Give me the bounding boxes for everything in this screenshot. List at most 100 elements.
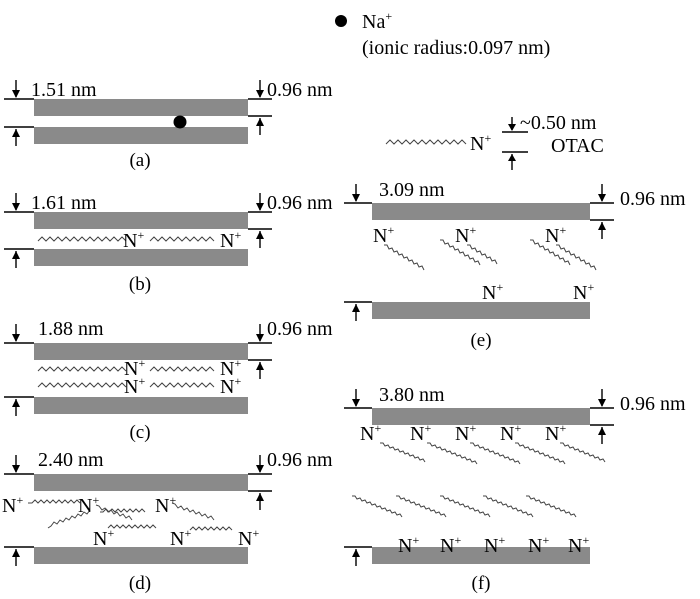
n-plus-label: N+ [170, 526, 191, 550]
spacing-label: 2.40 nm [38, 449, 104, 471]
spacing-label: 1.88 nm [38, 318, 104, 340]
thickness-label: 0.96 nm [267, 318, 333, 340]
otac-chain-legend [385, 139, 467, 145]
thickness-label: 0.96 nm [267, 192, 333, 214]
panel-c: N+ N+ N+ N+ 1.88 nm 0.96 nm (c) [4, 318, 333, 443]
n-plus-label: N+ [500, 421, 521, 445]
panel-caption: (a) [129, 150, 150, 171]
n-plus-label: N+ [123, 228, 144, 252]
thickness-label: 0.96 nm [267, 449, 333, 471]
top-sheet [34, 474, 248, 491]
otac-chain [515, 442, 566, 465]
spacing-arrows [4, 324, 34, 416]
panel-e: N+ N+ N+ N+ N+ 3.09 nm 0.96 nm (e) [344, 179, 686, 351]
n-plus-label: N+ [568, 533, 589, 557]
otac-chain [100, 508, 146, 513]
n-plus-label: N+ [220, 374, 241, 398]
otac-chain [384, 244, 425, 271]
bottom-sheet [372, 302, 590, 319]
spacing-arrows [344, 389, 372, 566]
n-plus-label: N+ [93, 526, 114, 550]
top-sheet [372, 203, 590, 220]
n-plus-label: N+ [78, 493, 99, 517]
n-plus-label: N+ [124, 356, 145, 380]
otac-chain [189, 526, 233, 531]
otac-label: OTAC [551, 135, 604, 157]
otac-chain [37, 366, 127, 372]
panel-caption: (d) [129, 573, 151, 594]
otac-chain [47, 509, 91, 529]
otac-chain [28, 499, 81, 504]
otac-chain [526, 495, 577, 518]
thickness-arrows [248, 193, 272, 248]
panel-caption: (b) [129, 274, 151, 295]
otac-chain [149, 382, 215, 388]
panel-caption: (f) [472, 573, 491, 594]
n-plus-label: N+ [2, 493, 23, 517]
top-sheet [34, 343, 248, 360]
n-plus-label: N+ [482, 280, 503, 304]
thickness-arrows [248, 80, 272, 135]
bottom-sheet [372, 547, 590, 564]
spacing-arrows [4, 455, 34, 566]
n-plus-label: N+ [373, 223, 394, 247]
n-plus-label: N+ [220, 356, 241, 380]
otac-chain [440, 239, 481, 266]
n-plus-label: N+ [155, 493, 176, 517]
spacing-arrows [4, 193, 34, 268]
spacing-arrows [4, 80, 34, 146]
bottom-sheet [34, 249, 248, 266]
spacing-label: 1.61 nm [31, 192, 97, 214]
top-sheet [372, 408, 590, 425]
panel-d: N+ N+ N+ N+ N+ N+ 2.40 nm 0.96 nm (d) [2, 449, 333, 594]
panel-caption: (c) [129, 422, 150, 443]
otac-height-label: ~0.50 nm [520, 112, 597, 134]
panel-f: N+ N+ N+ N+ N+ N+ N+ N+ N+ N+ 3.80 nm 0.… [344, 384, 686, 594]
n-plus-label: N+ [220, 228, 241, 252]
otac-chain [396, 495, 447, 518]
panel-b: N+ N+ 1.61 nm 0.96 nm (b) [4, 192, 333, 295]
panel-caption: (e) [470, 330, 491, 351]
spacing-label: 3.80 nm [379, 384, 445, 406]
ionic-radius-label: (ionic radius:0.097 nm) [362, 37, 550, 59]
otac-n-plus-label: N+ [470, 131, 491, 155]
otac-chain [470, 442, 521, 465]
otac-chain [427, 442, 478, 465]
n-plus-label: N+ [455, 223, 476, 247]
spacing-arrows [344, 184, 372, 321]
legend: Na+ (ionic radius:0.097 nm) N+ ~0.50 nm … [335, 9, 604, 170]
thickness-label: 0.96 nm [620, 393, 686, 415]
bottom-sheet [34, 127, 248, 144]
otac-chain [530, 239, 571, 266]
otac-chain [171, 502, 215, 521]
bottom-sheet [34, 397, 248, 414]
otac-height-arrows [502, 117, 528, 170]
otac-chain [440, 495, 491, 518]
otac-chain [380, 442, 426, 463]
n-plus-label: N+ [545, 421, 566, 445]
spacing-label: 1.51 nm [31, 79, 97, 101]
thickness-arrows [248, 324, 272, 379]
n-plus-label: N+ [455, 421, 476, 445]
n-plus-label: N+ [124, 374, 145, 398]
otac-chain [107, 524, 157, 529]
n-plus-label: N+ [360, 421, 381, 445]
bottom-sheet [34, 547, 248, 564]
n-plus-label: N+ [545, 223, 566, 247]
n-plus-label: N+ [398, 533, 419, 557]
otac-chain [37, 236, 127, 242]
otac-chain [95, 504, 133, 521]
panel-a: 1.51 nm 0.96 nm (a) [4, 79, 333, 171]
n-plus-label: N+ [440, 533, 461, 557]
otac-chain [352, 495, 403, 518]
otac-chain [467, 244, 498, 265]
n-plus-label: N+ [484, 533, 505, 557]
na-ion [173, 115, 187, 129]
na-legend-label: Na+ [362, 9, 392, 33]
thickness-arrows [590, 389, 614, 444]
top-sheet [34, 212, 248, 229]
otac-chain [149, 366, 215, 372]
top-sheet [34, 99, 248, 116]
na-ion-legend-marker [335, 15, 347, 27]
thickness-arrows [248, 455, 272, 510]
